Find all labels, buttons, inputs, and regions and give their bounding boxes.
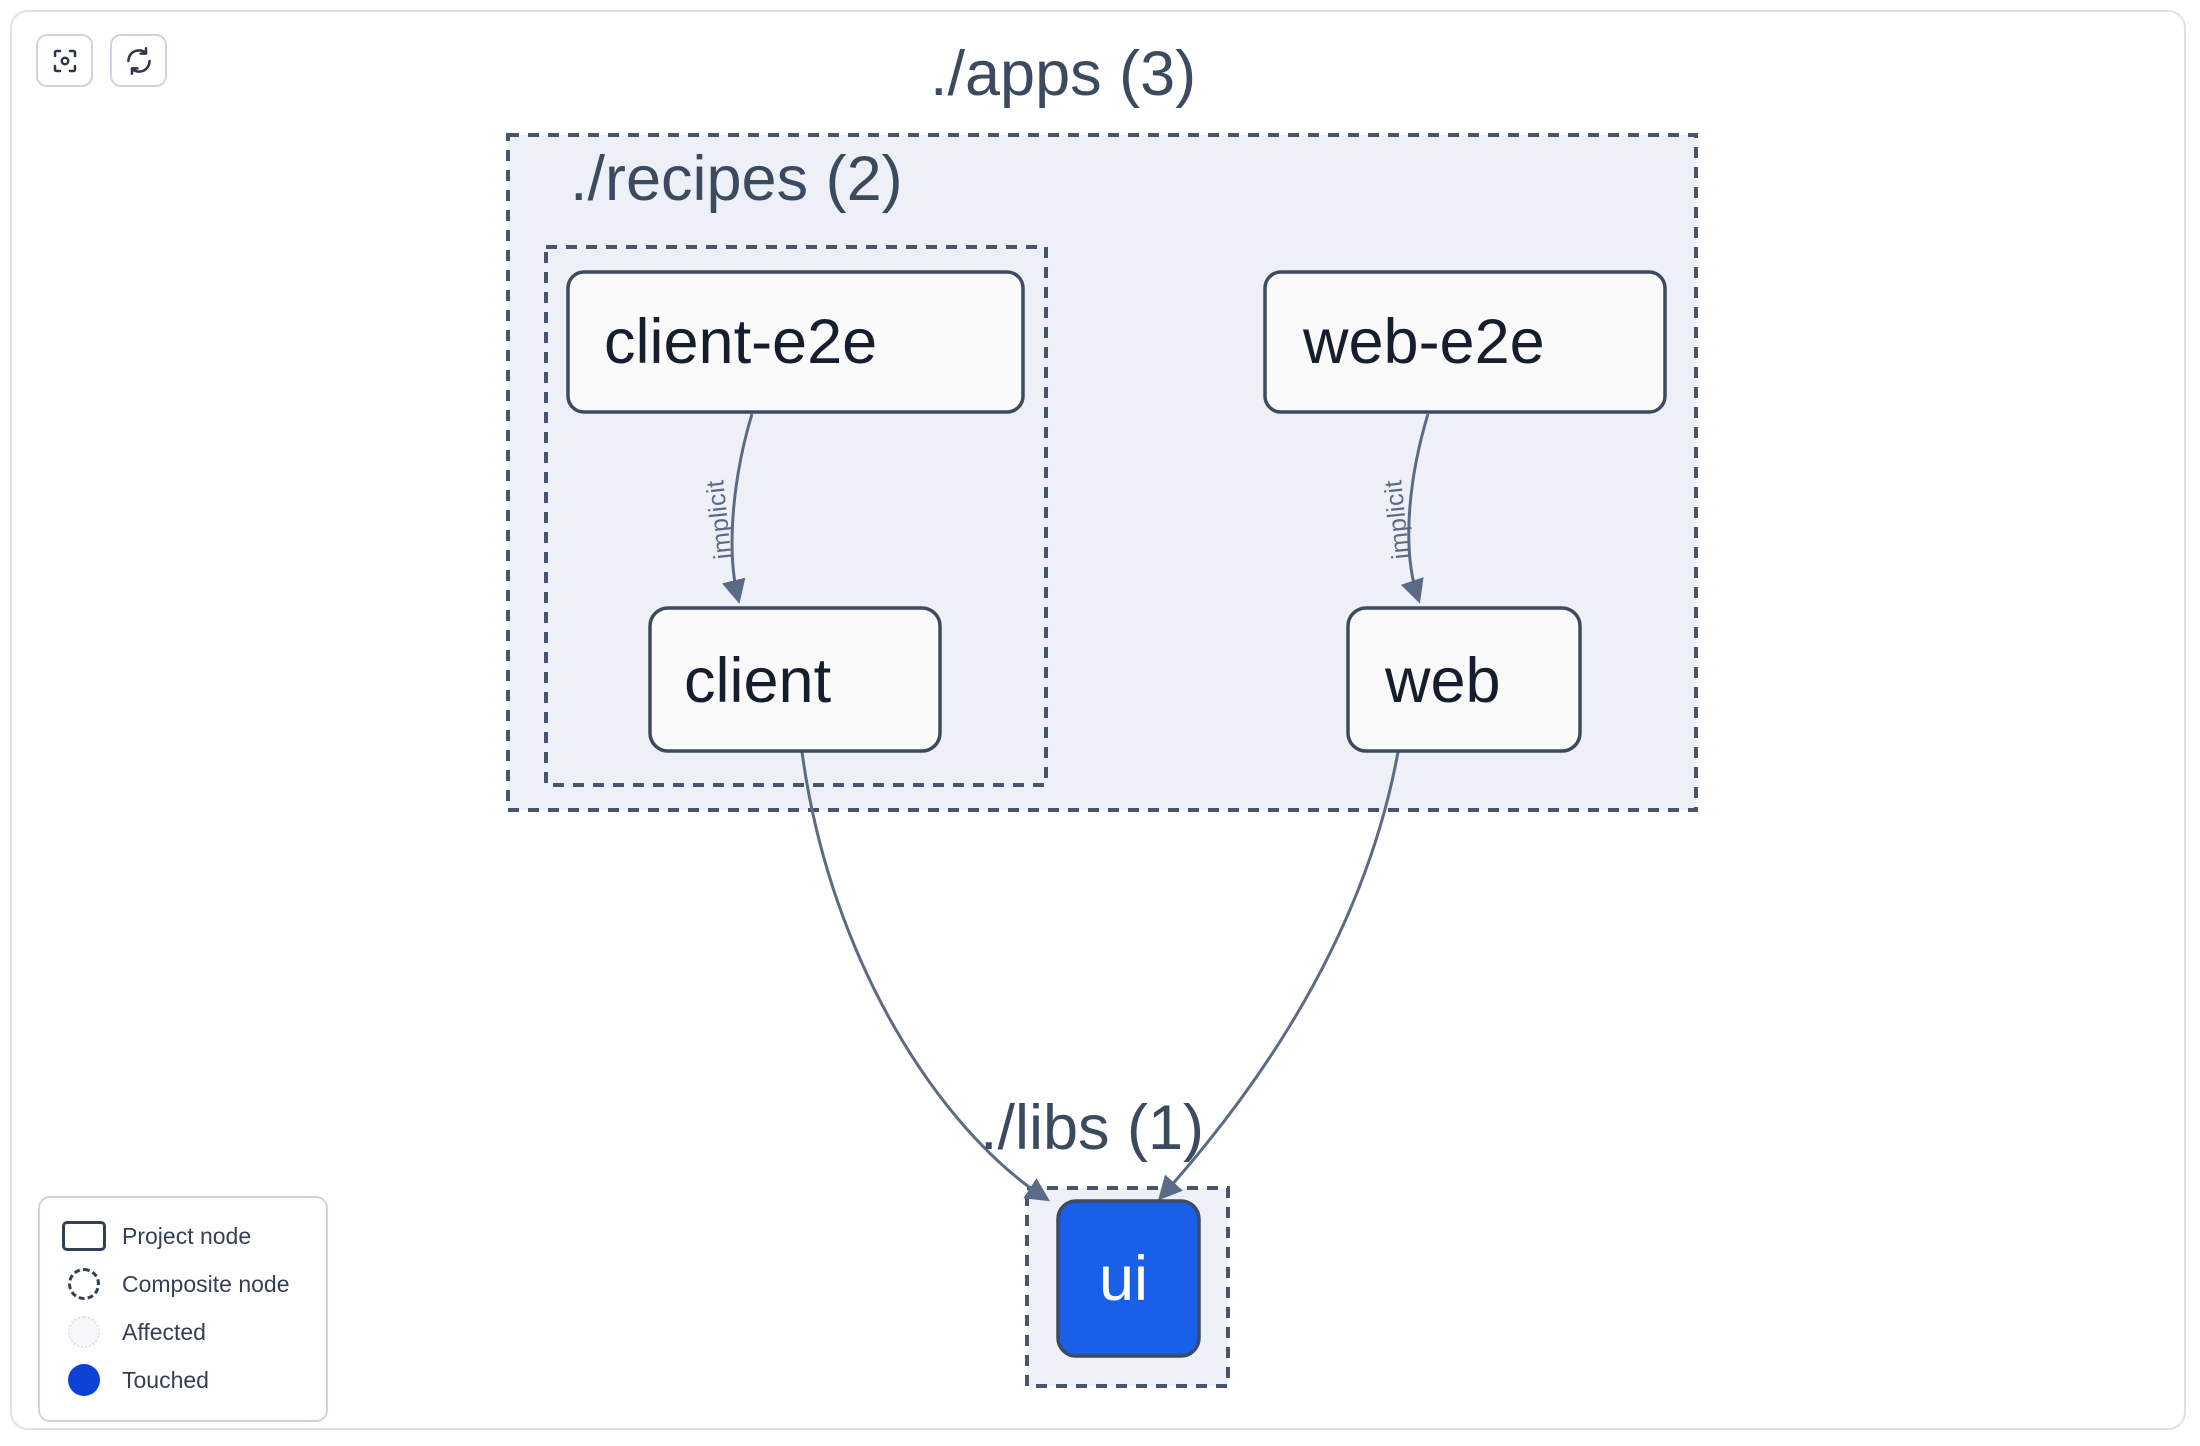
legend-item-project-node: Project node — [58, 1212, 308, 1260]
group-label-apps: ./apps (3) — [930, 39, 1197, 109]
refresh-icon — [124, 46, 154, 76]
legend-item-touched: Touched — [58, 1356, 308, 1404]
edge-client-to-ui[interactable] — [800, 751, 1051, 1202]
node-client-e2e[interactable] — [566, 270, 1025, 414]
project-node-swatch — [58, 1221, 110, 1251]
group-label-recipes: ./recipes (2) — [570, 144, 903, 214]
graph-edges — [722, 413, 1430, 1202]
legend-item-affected: Affected — [58, 1308, 308, 1356]
legend-label-project-node: Project node — [122, 1222, 252, 1249]
node-client[interactable] — [648, 606, 942, 753]
composite-node-swatch — [58, 1268, 110, 1300]
legend-label-affected: Affected — [122, 1318, 206, 1345]
edge-web-to-ui[interactable] — [1157, 751, 1400, 1201]
refresh-graph-button[interactable] — [110, 34, 167, 87]
edge-client-e2e-to-client[interactable] — [722, 413, 754, 604]
touched-swatch — [58, 1364, 110, 1396]
focus-graph-button[interactable] — [36, 34, 93, 87]
graph-nodes — [566, 270, 1667, 1358]
graph-legend: Project node Composite node Affected Tou… — [38, 1196, 328, 1422]
node-web[interactable] — [1346, 606, 1582, 753]
focus-target-icon — [50, 46, 80, 76]
edge-web-e2e-to-web[interactable] — [1400, 413, 1430, 604]
group-label-libs: ./libs (1) — [980, 1093, 1205, 1163]
legend-label-touched: Touched — [122, 1366, 209, 1393]
legend-label-composite-node: Composite node — [122, 1270, 290, 1297]
node-ui[interactable] — [1056, 1199, 1201, 1358]
legend-item-composite-node: Composite node — [58, 1260, 308, 1308]
node-web-e2e[interactable] — [1263, 270, 1667, 414]
affected-swatch — [58, 1316, 110, 1348]
graph-toolbar — [36, 34, 167, 87]
